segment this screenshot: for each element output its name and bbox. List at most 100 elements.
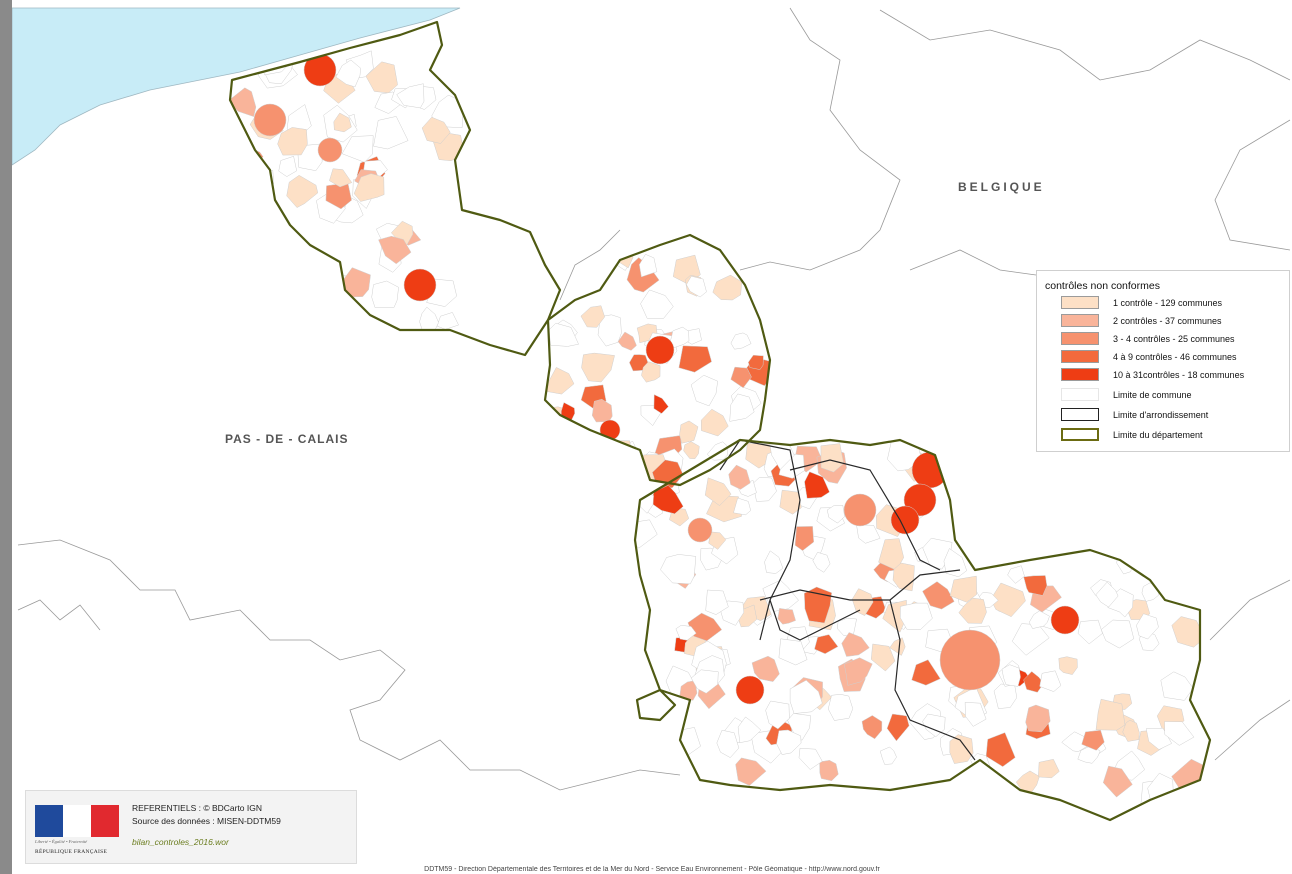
commune [949, 575, 977, 603]
neighbouring-border-line [1214, 119, 1291, 251]
commune [597, 314, 622, 347]
commune [700, 408, 729, 437]
commune [278, 155, 297, 177]
commune [232, 149, 252, 166]
neighbouring-borders [17, 7, 1291, 791]
commune [949, 734, 974, 764]
commune [764, 550, 784, 574]
legend-row-department-limit: Limite du département [1061, 427, 1203, 442]
commune [738, 596, 772, 621]
commune [1181, 548, 1206, 576]
commune [261, 309, 291, 339]
commune [879, 746, 897, 765]
commune [886, 713, 910, 742]
commune [396, 83, 425, 109]
commune [1028, 610, 1050, 629]
arrondissement-border-line [889, 599, 976, 761]
commune [641, 361, 661, 383]
legend-label: Limite du département [1113, 429, 1203, 440]
commune [900, 602, 933, 630]
commune [730, 332, 752, 350]
commune [1038, 759, 1060, 779]
legend-line-swatch [1061, 388, 1099, 401]
commune [1023, 575, 1048, 596]
commune [562, 274, 586, 300]
legend-swatch [1061, 296, 1099, 309]
logo-republic-name: RÉPUBLIQUE FRANÇAISE [35, 849, 108, 855]
commune [283, 300, 315, 332]
commune [890, 505, 920, 535]
footer-credit: DDTM59 - Direction Départementale des Te… [424, 866, 880, 873]
commune [277, 127, 308, 156]
commune [735, 757, 767, 786]
commune [794, 526, 814, 551]
commune [728, 464, 751, 490]
department-border-line [543, 233, 772, 487]
commune [1039, 670, 1062, 692]
legend-swatch [1061, 332, 1099, 345]
commune [248, 286, 270, 310]
commune [922, 713, 946, 738]
commune [733, 497, 751, 516]
legend-row-class-5: 10 à 31contrôles - 18 communes [1061, 367, 1244, 382]
credit-referentiels: REFERENTIELS : © BDCarto IGN [132, 803, 263, 813]
commune [820, 443, 844, 473]
commune [286, 175, 319, 208]
department-border-line [633, 438, 1212, 822]
commune [690, 374, 718, 407]
commune-choropleth [230, 45, 1209, 813]
logo-motto: Liberté • Égalité • Fraternité [35, 839, 88, 844]
commune [1182, 787, 1209, 813]
commune [943, 548, 967, 578]
legend-title: contrôles non conformes [1045, 280, 1160, 292]
commune [748, 354, 764, 370]
commune [751, 655, 780, 682]
commune [436, 312, 459, 330]
commune [580, 305, 605, 328]
commune [246, 298, 270, 324]
commune [1001, 664, 1021, 687]
commune [1186, 579, 1206, 599]
legend-row-class-1: 1 contrôle - 129 communes [1061, 295, 1222, 310]
legend-swatch [1061, 368, 1099, 381]
commune [581, 352, 615, 383]
commune [737, 716, 762, 743]
left-frame-bar [0, 0, 12, 874]
commune [870, 643, 896, 672]
commune [335, 59, 361, 88]
commune [282, 247, 317, 280]
commune [565, 255, 583, 273]
commune [777, 608, 796, 625]
commune [373, 116, 409, 150]
credit-workspace-file: bilan_controles_2016.wor [132, 837, 229, 847]
commune [325, 182, 352, 210]
commune [1025, 704, 1051, 733]
commune [645, 335, 675, 365]
commune [258, 253, 292, 284]
commune [255, 258, 279, 291]
commune [640, 289, 674, 319]
commune [798, 747, 823, 770]
commune [566, 436, 592, 462]
commune [243, 161, 261, 182]
commune [861, 715, 883, 740]
neighbouring-border-line [739, 7, 901, 271]
commune [964, 702, 987, 727]
commune [827, 694, 854, 721]
commune [1160, 671, 1194, 701]
commune [675, 625, 697, 641]
commune [1058, 656, 1078, 675]
legend-label: 2 contrôles - 37 communes [1113, 315, 1222, 326]
commune [939, 629, 1001, 691]
flag-blue-band [35, 805, 63, 837]
commune [690, 669, 719, 694]
flag-red-band [91, 805, 119, 837]
commune [778, 638, 808, 666]
commune [911, 659, 941, 686]
legend-label: Limite d'arrondissement [1113, 409, 1209, 420]
legend-row-arrondissement-limit: Limite d'arrondissement [1061, 407, 1208, 422]
legend-row-class-4: 4 à 9 contrôles - 46 communes [1061, 349, 1237, 364]
neighbouring-border-line [559, 229, 621, 301]
commune [378, 235, 412, 265]
